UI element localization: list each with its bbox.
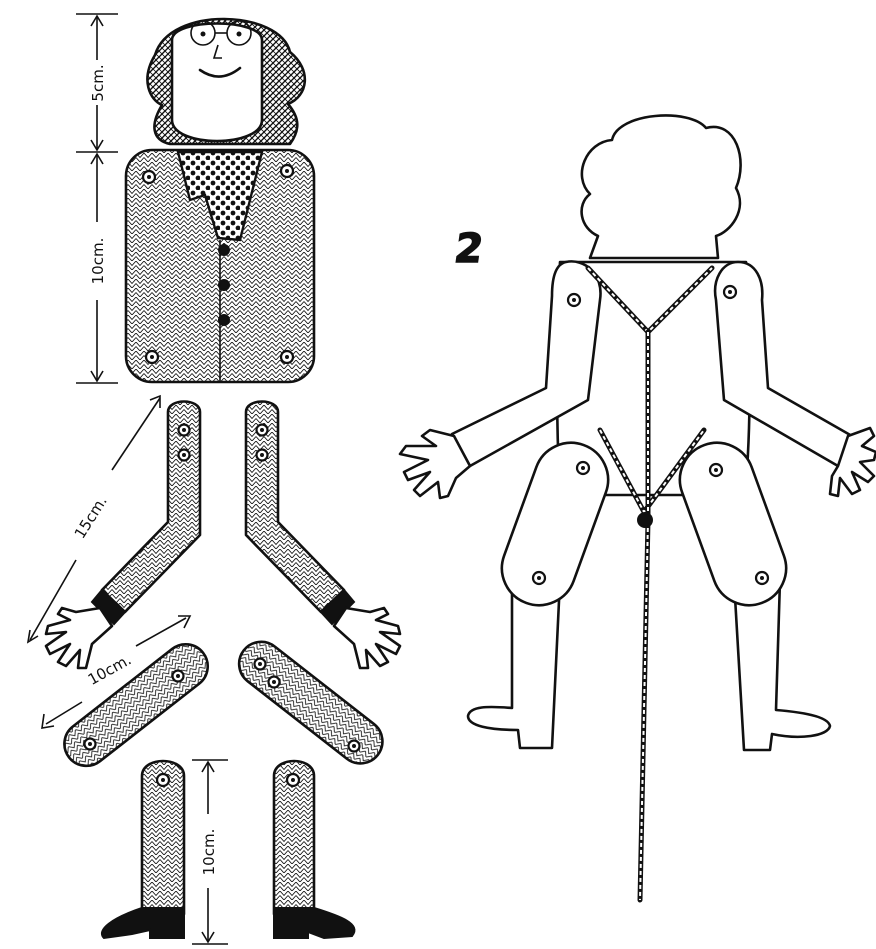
step-2-label: 2 [452, 226, 486, 272]
dimension-shin: 10cm. [192, 760, 228, 944]
puppet-body [126, 150, 314, 382]
step-1-label: 1 [0, 222, 5, 268]
puppet-shin-right [274, 761, 354, 938]
hand-right [334, 608, 400, 668]
hand-left [46, 608, 112, 668]
dimension-head-body: 5cm. 10cm. [76, 14, 118, 383]
puppet-arm-left [46, 402, 200, 669]
svg-text:10cm.: 10cm. [89, 238, 107, 285]
svg-text:5cm.: 5cm. [89, 64, 107, 101]
assembled-puppet-back [400, 116, 876, 751]
puppet-head [147, 19, 304, 144]
svg-text:1: 1 [0, 222, 5, 268]
puppet-arm-right [246, 402, 400, 669]
svg-text:10cm.: 10cm. [200, 829, 218, 876]
svg-text:15cm.: 15cm. [71, 493, 111, 542]
puppet-shin-left [102, 761, 184, 938]
knot-icon [638, 513, 652, 527]
svg-text:2: 2 [452, 226, 486, 272]
